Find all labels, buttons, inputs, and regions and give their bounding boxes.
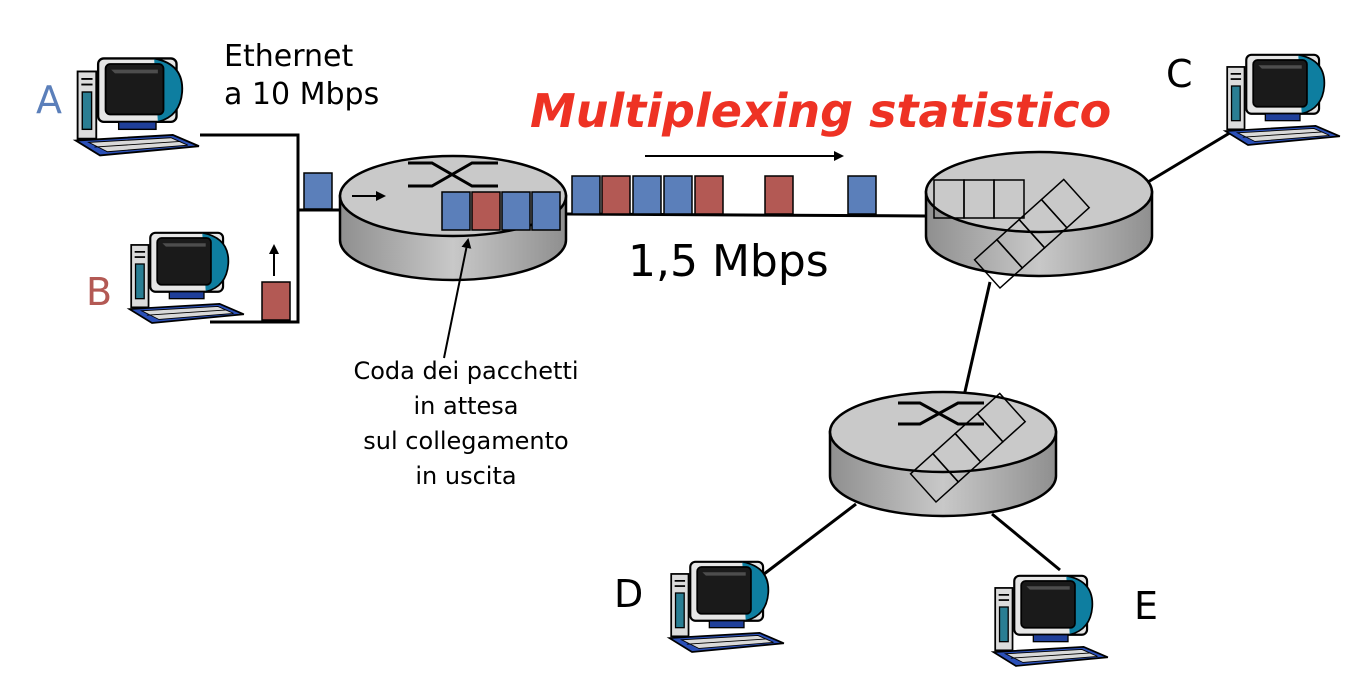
- packet: [764, 175, 794, 215]
- computer-icon: [128, 231, 246, 325]
- computer-icon: [992, 574, 1110, 668]
- host-d-label: D: [614, 572, 644, 616]
- diagram-title: Multiplexing statistico: [530, 84, 1112, 138]
- packet: [694, 175, 724, 215]
- router-icon: [924, 150, 1154, 290]
- queue-note-line3: sul collegamento: [363, 427, 569, 455]
- link-a: [200, 133, 300, 208]
- packet: [571, 175, 601, 215]
- link-router2-router3: [962, 281, 992, 397]
- computer-icon: [668, 560, 786, 654]
- ethernet-label-line2: a 10 Mbps: [224, 77, 380, 112]
- queue-note-line1: Coda dei pacchetti: [353, 357, 579, 385]
- link-e: [991, 512, 1061, 572]
- packet: [501, 191, 531, 231]
- ethernet-label: Ethernet a 10 Mbps: [224, 38, 379, 114]
- queue-note-line2: in attesa: [413, 392, 519, 420]
- host-c-label: C: [1166, 52, 1193, 96]
- host-b-label: B: [86, 270, 113, 314]
- packet: [632, 175, 662, 215]
- queue-note: Coda dei pacchetti in attesa sul collega…: [340, 354, 592, 494]
- link-packets: [571, 175, 877, 215]
- packet: [441, 191, 471, 231]
- host-e-label: E: [1134, 584, 1159, 628]
- link-b: [210, 208, 300, 324]
- queue-note-line4: in uscita: [415, 462, 517, 490]
- queue-pointer-arrow: [443, 238, 472, 359]
- link-speed-label: 1,5 Mbps: [628, 236, 829, 287]
- link-d: [763, 502, 857, 576]
- packet-a: [303, 172, 333, 210]
- ethernet-label-line1: Ethernet: [224, 39, 354, 74]
- packet: [601, 175, 631, 215]
- packet: [531, 191, 561, 231]
- packet-b: [261, 281, 291, 321]
- router-icon: [828, 390, 1058, 518]
- router1-queue: [441, 191, 561, 231]
- packet: [847, 175, 877, 215]
- packet: [663, 175, 693, 215]
- host-a-label: A: [36, 78, 62, 122]
- link-c: [1147, 126, 1239, 184]
- packet: [471, 191, 501, 231]
- computer-icon: [1224, 53, 1342, 147]
- computer-icon: [74, 57, 201, 157]
